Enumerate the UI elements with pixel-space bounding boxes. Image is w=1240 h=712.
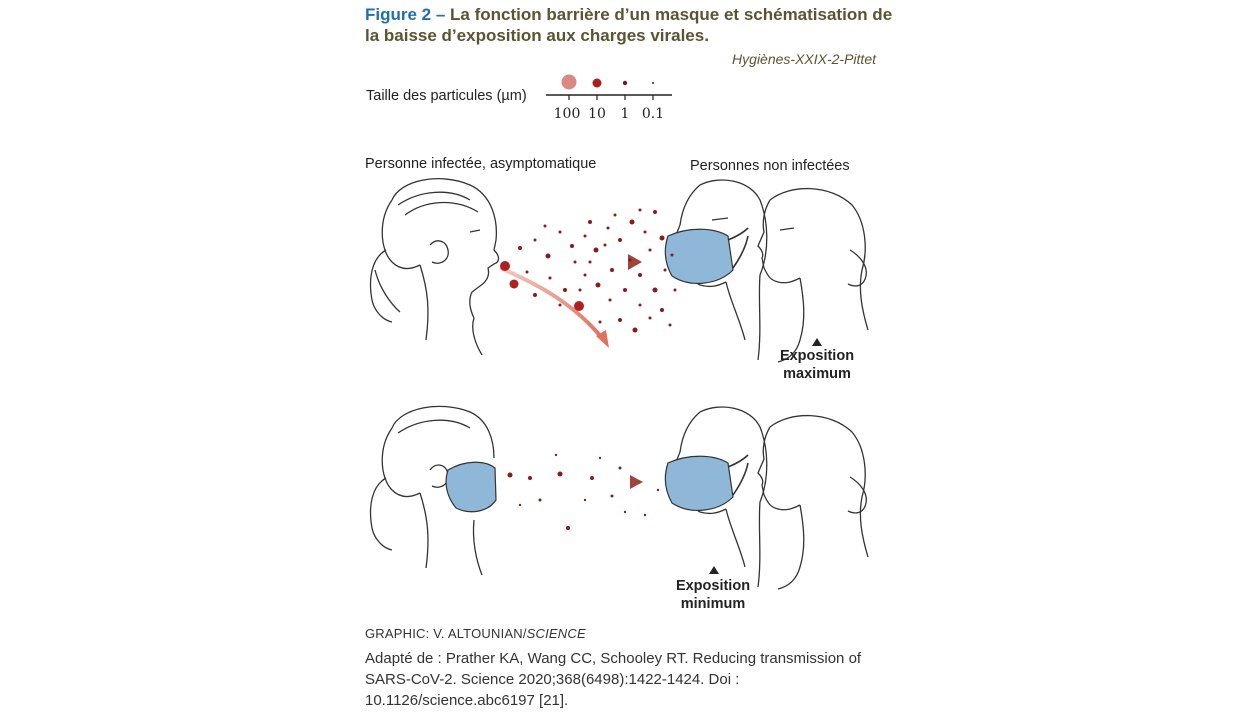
exposure-marker-top: [812, 338, 822, 346]
face-mask-bottom: [665, 456, 733, 510]
tick-10: 10: [588, 106, 606, 122]
unmasked-person-bottom: [758, 416, 868, 589]
exposure-max-line2: maximum: [772, 365, 862, 383]
particle-10um: [593, 79, 602, 88]
tick-100: 100: [554, 106, 581, 122]
face-mask-girl-bottom: [446, 462, 496, 511]
unmasked-person-top: [758, 189, 868, 362]
graphic-credit-source: SCIENCE: [527, 626, 586, 641]
exposure-min-line1: Exposition: [668, 577, 758, 595]
face-mask-top: [665, 229, 733, 283]
exposure-maximum-label: Exposition maximum: [772, 347, 862, 383]
uninfected-persons-label: Personnes non infectées: [690, 158, 850, 174]
graphic-credit-prefix: GRAPHIC: V. ALTOUNIAN/: [365, 626, 527, 641]
particle-0_1um: [652, 82, 654, 84]
particle-100um: [562, 75, 577, 90]
tick-1: 1: [621, 106, 630, 122]
source-citation: Adapté de : Prather KA, Wang CC, Schoole…: [365, 648, 875, 711]
particle-1um: [623, 81, 627, 85]
infected-person-label: Personne infectée, asymptomatique: [365, 156, 596, 172]
aerosol-cloud-top: [500, 209, 677, 333]
exposure-min-line2: minimum: [668, 595, 758, 613]
exposure-minimum-label: Exposition minimum: [668, 577, 758, 613]
tick-0_1: 0.1: [642, 106, 664, 122]
aerosol-cloud-bottom: [508, 454, 660, 530]
exposure-marker-bottom: [709, 566, 719, 574]
infected-person-top: [371, 179, 499, 355]
graphic-credit: GRAPHIC: V. ALTOUNIAN/SCIENCE: [365, 626, 586, 641]
exposure-max-line1: Exposition: [772, 347, 862, 365]
particle-scale: 100 10 1 0.1: [546, 75, 672, 123]
